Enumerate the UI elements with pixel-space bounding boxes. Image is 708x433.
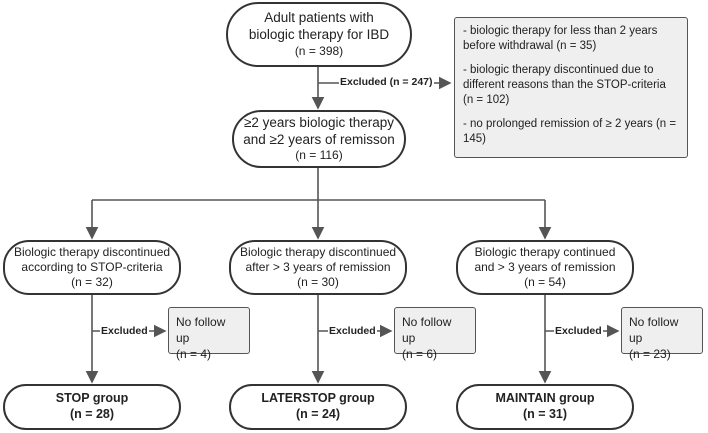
node-line: ≥2 years biologic therapy <box>244 114 394 130</box>
node-count: (n = 116) <box>295 148 343 163</box>
node-line: according to STOP-criteria <box>21 260 163 274</box>
node-line: after > 3 years of remission <box>245 260 391 274</box>
node-branch-stop: Biologic therapy discontinued according … <box>3 240 181 295</box>
exclusion-note-stop: No follow up (n = 4) <box>168 307 250 361</box>
node-count: (n = 54) <box>524 275 566 289</box>
node-line: Biologic therapy discontinued <box>13 245 171 259</box>
exclusion-note-maintain: No follow up (n = 23) <box>621 307 703 361</box>
group-count: (n = 28) <box>69 407 115 421</box>
node-group-maintain: MAINTAIN group (n = 31) <box>456 384 634 430</box>
group-title: MAINTAIN group <box>495 391 595 406</box>
note-title: No follow up <box>402 315 452 346</box>
group-count: (n = 31) <box>522 407 568 421</box>
node-group-stop: STOP group (n = 28) <box>3 384 181 430</box>
exclusion-note-main: - biologic therapy for less than 2 years… <box>454 17 688 158</box>
node-branch-laterstop: Biologic therapy discontinued after > 3 … <box>229 240 407 295</box>
exclusion-item: - biologic therapy discontinued due to d… <box>463 63 666 106</box>
group-count: (n = 24) <box>295 407 341 421</box>
node-line: Adult patients with <box>264 10 374 26</box>
node-line: Biologic therapy continued <box>474 245 616 259</box>
exclusion-item: - biologic therapy for less than 2 years… <box>463 25 658 52</box>
excluded-label-laterstop: Excluded <box>328 325 377 337</box>
excluded-label-stop: Excluded <box>100 325 149 337</box>
node-count: (n = 398) <box>294 43 344 58</box>
note-count: (n = 6) <box>402 347 438 362</box>
exclusion-note-laterstop: No follow up (n = 6) <box>394 307 476 361</box>
node-line: Biologic therapy discontinued <box>239 245 397 259</box>
node-count: (n = 32) <box>71 275 113 289</box>
node-line: biologic therapy for IBD <box>248 27 390 42</box>
node-count: (n = 30) <box>297 275 339 289</box>
note-title: No follow up <box>176 315 226 346</box>
excluded-label-maintain: Excluded <box>554 325 603 337</box>
node-adult-patients: Adult patients with biologic therapy for… <box>226 2 412 67</box>
node-line: and ≥2 years of remisson <box>243 131 395 147</box>
exclusion-item: - no prolonged remission of ≥ 2 years (n… <box>463 117 677 145</box>
note-title: No follow up <box>629 315 679 346</box>
note-count: (n = 4) <box>176 347 212 362</box>
node-group-laterstop: LATERSTOP group (n = 24) <box>229 384 407 430</box>
node-remission: ≥2 years biologic therapy and ≥2 years o… <box>232 110 406 168</box>
note-count: (n = 23) <box>629 347 671 362</box>
node-branch-maintain: Biologic therapy continued and > 3 years… <box>456 240 634 295</box>
group-title: STOP group <box>55 391 129 406</box>
excluded-label-main: Excluded (n = 247) <box>339 76 434 88</box>
node-line: and > 3 years of remission <box>474 260 616 274</box>
group-title: LATERSTOP group <box>261 391 375 406</box>
